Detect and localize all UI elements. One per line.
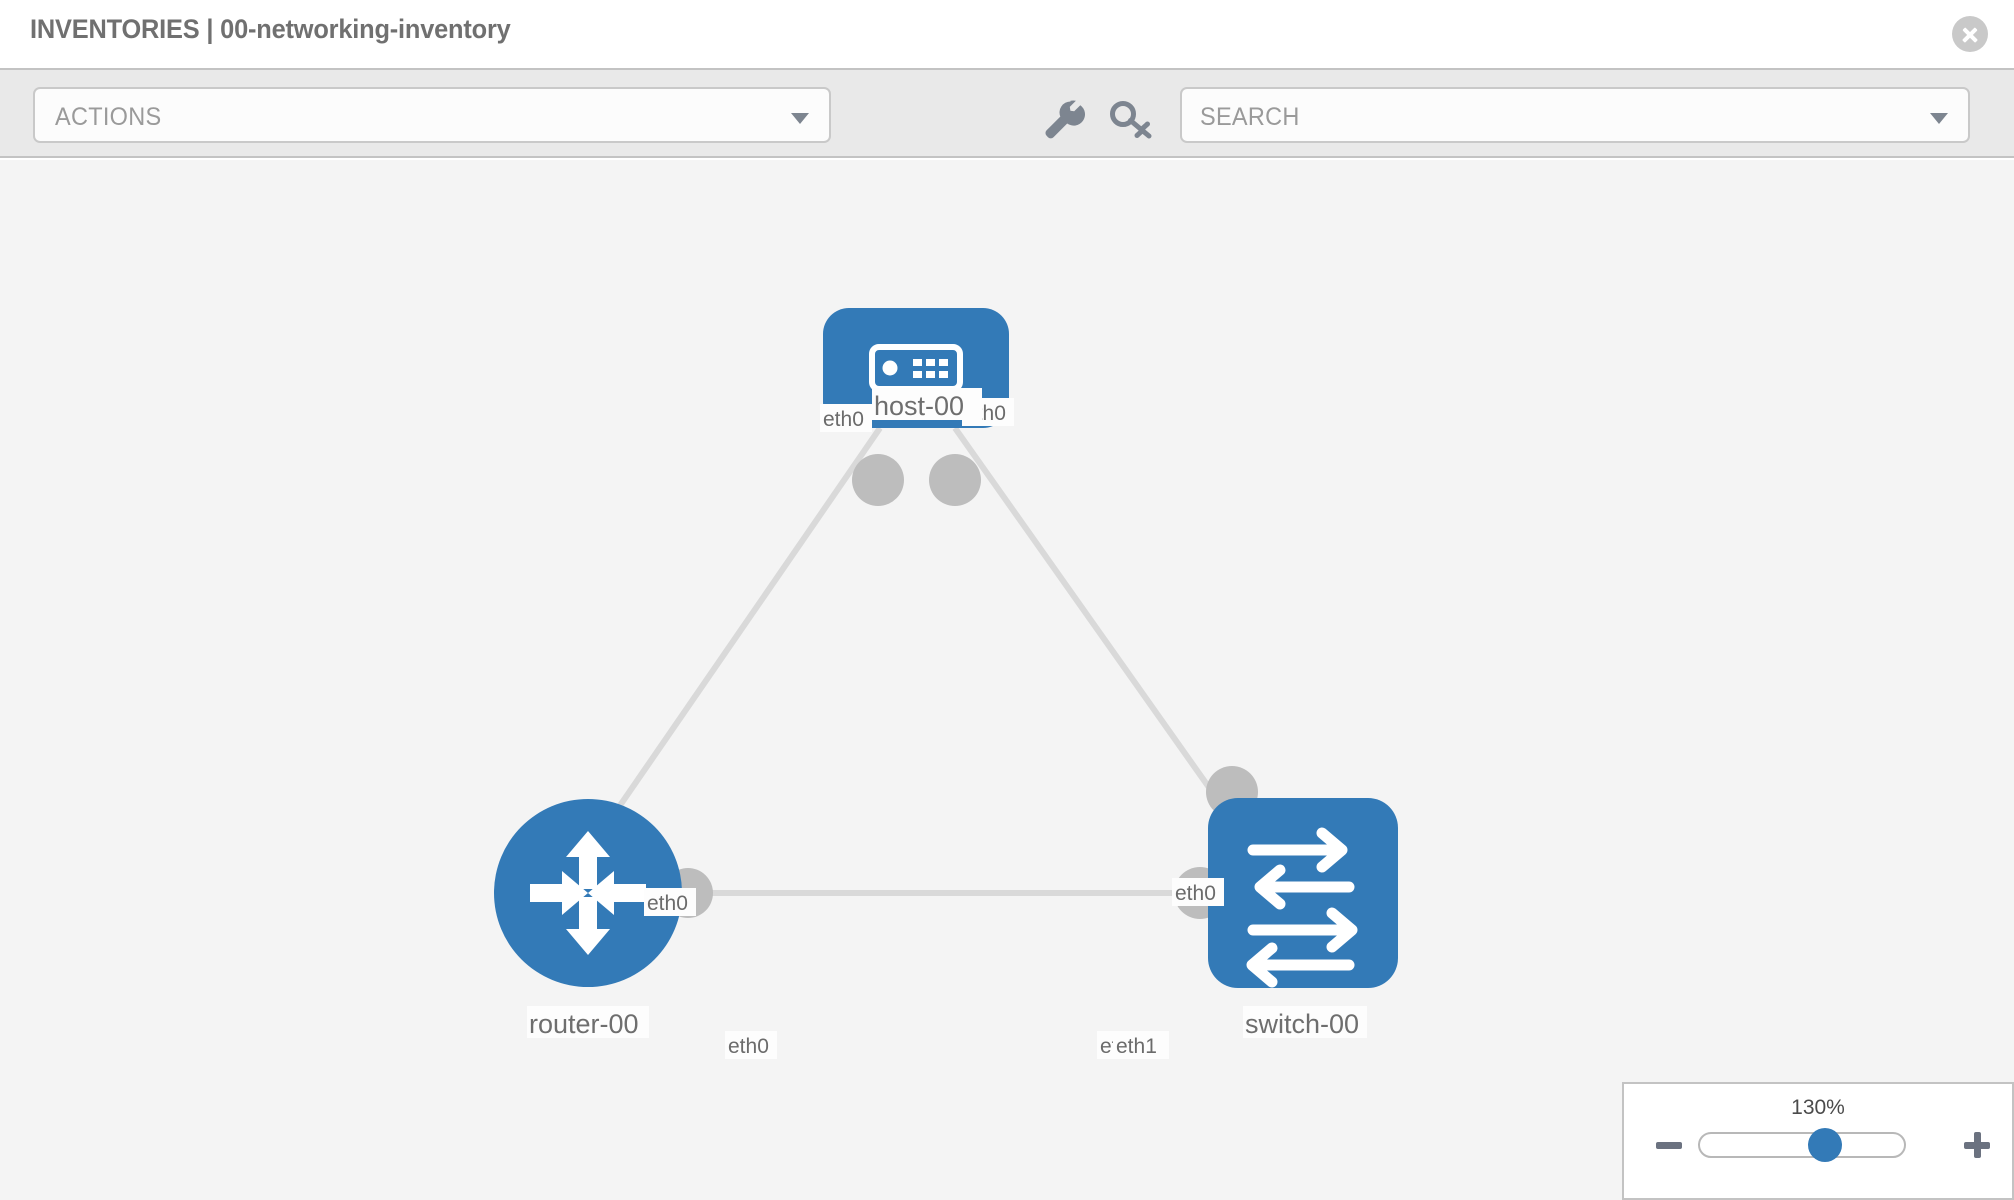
node-switch-00[interactable] — [1208, 798, 1398, 988]
node-label-host-00: host-00 — [872, 388, 982, 421]
edge-label-switch00-eth1: eth1 — [1113, 1031, 1169, 1059]
plus-icon[interactable] — [1964, 1132, 1990, 1158]
close-icon[interactable] — [1952, 16, 1988, 52]
toolbar: ACTIONS SEARCH — [0, 68, 2014, 158]
edge-host00-router00[interactable] — [607, 426, 883, 822]
key-icon[interactable] — [1108, 96, 1154, 142]
edge-label-host00-eth0-left: eth0 — [820, 404, 872, 432]
node-router-00[interactable] — [494, 799, 682, 987]
switch-arrows-icon — [1246, 827, 1358, 988]
page-title: INVENTORIES | 00-networking-inventory — [30, 14, 511, 44]
node-label-text: switch-00 — [1245, 1009, 1359, 1039]
minus-icon[interactable] — [1656, 1132, 1682, 1158]
wrench-icon[interactable] — [1040, 96, 1086, 142]
chevron-down-icon — [1930, 113, 1948, 124]
page-header: INVENTORIES | 00-networking-inventory — [0, 0, 2014, 68]
edge-label-text: eth0 — [647, 892, 688, 915]
topology-graph: eth0 eth0 eth0 eth0 — [494, 308, 1398, 1059]
node-label-router-00: router-00 — [527, 1006, 649, 1039]
router-four-arrows-icon — [530, 831, 646, 955]
edge-label-switch00-eth0-up: eth0 — [1172, 878, 1224, 906]
node-label-text: router-00 — [529, 1009, 639, 1039]
edge-label-router00-eth0-up: eth0 — [644, 888, 696, 916]
chevron-down-icon — [791, 113, 809, 124]
actions-dropdown[interactable]: ACTIONS — [33, 87, 831, 143]
graph-edges — [607, 426, 1235, 896]
zoom-slider[interactable] — [1698, 1128, 1906, 1162]
search-placeholder: SEARCH — [1200, 103, 1300, 131]
edge-label-text: eth0 — [1175, 882, 1216, 905]
connection-handles — [663, 454, 1258, 919]
zoom-control-panel: 130% — [1622, 1082, 2014, 1200]
node-label-switch-00: switch-00 — [1243, 1006, 1367, 1039]
topology-canvas[interactable]: eth0 eth0 eth0 eth0 — [0, 160, 2014, 1200]
handle-host00-left[interactable] — [852, 454, 904, 506]
node-label-text: host-00 — [874, 391, 964, 421]
edge-host00-switch00[interactable] — [952, 426, 1235, 822]
node-labels: host-00 router-00 switch-00 — [527, 388, 1367, 1039]
edge-label-text: eth0 — [728, 1035, 769, 1058]
edge-label-router00-eth0: eth0 — [725, 1031, 777, 1059]
handle-host00-right[interactable] — [929, 454, 981, 506]
edge-labels: eth0 eth0 eth0 eth0 — [644, 398, 1224, 1059]
zoom-slider-thumb[interactable] — [1807, 1128, 1842, 1162]
edge-label-text: eth1 — [1116, 1035, 1157, 1058]
actions-dropdown-label: ACTIONS — [55, 103, 162, 131]
search-input[interactable]: SEARCH — [1180, 87, 1970, 143]
edge-label-text: eth0 — [823, 408, 864, 431]
zoom-level-label: 130% — [1791, 1096, 1845, 1119]
